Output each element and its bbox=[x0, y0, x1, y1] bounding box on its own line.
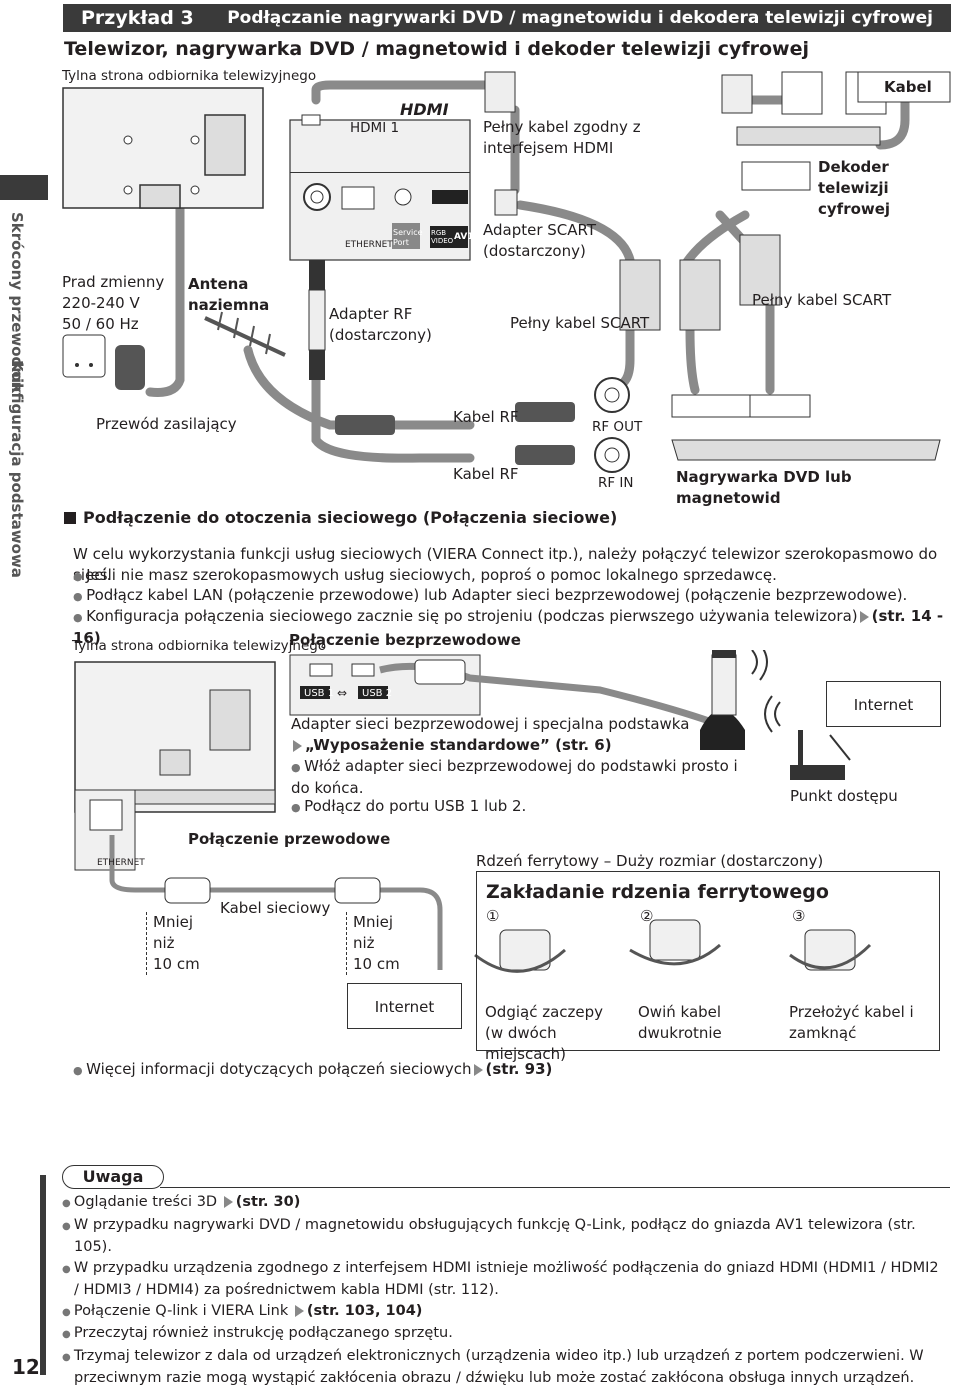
power-cord-label: Przewód zasilający bbox=[96, 415, 237, 433]
scart-adapter-label: Adapter SCART (dostarczony) bbox=[483, 221, 597, 260]
network-diagram bbox=[74, 650, 872, 973]
ferrite-panel bbox=[476, 871, 940, 1051]
note-3-text: W przypadku urządzenia zgodnego z interf… bbox=[73, 1259, 939, 1299]
connection-diagram bbox=[62, 71, 951, 473]
more-info-ref[interactable]: (str. 93) bbox=[485, 1060, 553, 1078]
network-bullet-1-text: Jeśli nie masz szerokopasmowych usług si… bbox=[86, 566, 777, 584]
side-tab-basic-setup: Konfiguracja podstawowa bbox=[8, 360, 26, 578]
network-bullet-3: Konfiguracja połączenia sieciowego zaczn… bbox=[73, 606, 960, 649]
std-equipment[interactable]: „Wyposażenie standardowe” (str. 6) bbox=[305, 736, 612, 754]
network-bullet-3-text: Konfiguracja połączenia sieciowego zaczn… bbox=[86, 607, 858, 625]
note-2: W przypadku nagrywarki DVD / magnetowidu… bbox=[62, 1215, 942, 1258]
rf-cable-label-2: Kabel RF bbox=[453, 465, 519, 483]
step3-text: Przełożyć kabel i zamknąć bbox=[789, 1003, 914, 1042]
arrow-icon bbox=[294, 1304, 304, 1317]
arrow-icon bbox=[293, 739, 302, 752]
network-bullet-2: Podłącz kabel LAN (połączenie przewodowe… bbox=[73, 585, 907, 607]
usb-bullet: Podłącz do portu USB 1 lub 2. bbox=[291, 796, 526, 818]
step2-num: ② bbox=[640, 907, 654, 925]
subtitle: Telewizor, nagrywarka DVD / magnetowid i… bbox=[64, 38, 809, 60]
internet-box-2: Internet bbox=[347, 983, 462, 1029]
service-port-label: Service Port bbox=[393, 228, 423, 247]
rgb-video-label: RGB VIDEO bbox=[431, 229, 454, 245]
page-title: Podłączanie nagrywarki DVD / magnetowidu… bbox=[227, 8, 933, 28]
note-4-ref[interactable]: (str. 103, 104) bbox=[306, 1302, 423, 1319]
step1-num: ① bbox=[486, 907, 500, 925]
tv-back-label: Tylna strona odbiornika telewizyjnego bbox=[62, 68, 317, 84]
arrow-icon bbox=[859, 610, 869, 623]
recorder-label: Nagrywarka DVD lub magnetowid bbox=[676, 468, 852, 507]
note-5: Przeczytaj również instrukcję podłączane… bbox=[62, 1323, 942, 1346]
network-bullet-3-ref[interactable]: (str. 14 - 16) bbox=[73, 607, 944, 647]
decoder-label: Dekoder telewizji cyfrowej bbox=[818, 158, 891, 218]
ferrite-label: Rdzeń ferrytowy – Duży rozmiar (dostarcz… bbox=[476, 852, 824, 870]
note-1-text: Oglądanie treści 3D bbox=[73, 1194, 218, 1210]
step2-text: Owiń kabel dwukrotnie bbox=[638, 1003, 722, 1042]
lan-cable-label: Kabel sieciowy bbox=[220, 899, 331, 917]
less-than-1: Mniej niż 10 cm bbox=[146, 912, 200, 975]
ac-label: Prad zmienny 220-240 V 50 / 60 Hz bbox=[62, 273, 165, 333]
note-6-text: Trzymaj telewizor z dala od urządzeń ele… bbox=[73, 1347, 924, 1387]
rf-out-label: RF OUT bbox=[592, 419, 643, 435]
full-scart-label-1: Pełny kabel SCART bbox=[510, 314, 650, 332]
av1-label: AV1 bbox=[454, 232, 474, 242]
rf-cable-label-1: Kabel RF bbox=[453, 408, 519, 426]
side-tab-quick-guide: Skrócony przewodnik bbox=[8, 212, 26, 394]
note-4-text: Połączenie Q-link i VIERA Link bbox=[73, 1302, 289, 1319]
usb1-label: USB 1 bbox=[304, 688, 335, 699]
hdmi-logo: HDMI bbox=[400, 100, 449, 119]
usb-text: Podłącz do portu USB 1 lub 2. bbox=[304, 797, 527, 815]
page-number-bar bbox=[40, 1175, 46, 1375]
note-5-text: Przeczytaj również instrukcję podłączane… bbox=[73, 1325, 453, 1341]
notes-title: Uwaga bbox=[82, 1167, 144, 1186]
network-bullet-2-text: Podłącz kabel LAN (połączenie przewodowe… bbox=[86, 586, 908, 604]
less-than-2: Mniej niż 10 cm bbox=[346, 912, 400, 975]
rf-in-label: RF IN bbox=[598, 475, 634, 491]
step3-num: ③ bbox=[792, 907, 806, 925]
note-4: Połączenie Q-link i VIERA Link (str. 103… bbox=[62, 1301, 942, 1324]
internet-label-2: Internet bbox=[374, 998, 435, 1016]
note-6: Trzymaj telewizor z dala od urządzeń ele… bbox=[62, 1346, 942, 1389]
note-1-ref[interactable]: (str. 30) bbox=[235, 1194, 301, 1210]
std-equipment-line: „Wyposażenie standardowe” (str. 6) bbox=[291, 735, 612, 756]
insert-text: Włóż adapter sieci bezprzewodowej do pod… bbox=[291, 757, 738, 797]
tv-back-label-2: Tylna strona odbiornika telewizyjnego bbox=[72, 638, 327, 654]
full-scart-label-2: Pełny kabel SCART bbox=[752, 291, 892, 309]
step1-text: Odgiąć zaczepy (w dwóch miejscach) bbox=[485, 1003, 604, 1063]
access-point-label: Punkt dostępu bbox=[790, 787, 898, 805]
rf-adapter-label: Adapter RF (dostarczony) bbox=[329, 305, 432, 344]
note-2-text: W przypadku nagrywarki DVD / magnetowidu… bbox=[73, 1216, 916, 1256]
network-bullet-1: Jeśli nie masz szerokopasmowych usług si… bbox=[73, 565, 777, 587]
note-1: Oglądanie treści 3D (str. 30) bbox=[62, 1192, 942, 1215]
more-info-text: Więcej informacji dotyczących połączeń s… bbox=[86, 1060, 472, 1078]
ferrite-title: Zakładanie rdzenia ferrytowego bbox=[486, 881, 829, 903]
wireless-title: Połączenie bezprzewodowe bbox=[289, 631, 521, 649]
insert-bullet: Włóż adapter sieci bezprzewodowej do pod… bbox=[291, 756, 751, 799]
note-3: W przypadku urządzenia zgodnego z interf… bbox=[62, 1258, 942, 1301]
ethernet-label: ETHERNET bbox=[345, 240, 393, 250]
page-number: 12 bbox=[12, 1355, 40, 1379]
notes-title-pill: Uwaga bbox=[62, 1165, 164, 1189]
antenna-label: Antena naziemna bbox=[188, 275, 270, 314]
internet-box-1: Internet bbox=[826, 681, 941, 727]
section-marker bbox=[64, 512, 76, 524]
hdmi-cable-label: Pełny kabel zgodny z interfejsem HDMI bbox=[483, 118, 641, 157]
usb-icon: ⇔ bbox=[337, 686, 348, 700]
adapter-text: Adapter sieci bezprzewodowej i specjalna… bbox=[291, 715, 690, 733]
notes-rule bbox=[160, 1187, 950, 1188]
header-bar: Przykład 3 Podłączanie nagrywarki DVD / … bbox=[63, 4, 951, 32]
wired-title: Połączenie przewodowe bbox=[188, 830, 391, 848]
hdmi-port-label: HDMI 1 bbox=[350, 120, 400, 136]
internet-label-1: Internet bbox=[853, 696, 914, 714]
network-heading: Podłączenie do otoczenia sieciowego (Poł… bbox=[83, 508, 618, 527]
usb2-label: USB 2 bbox=[362, 688, 393, 699]
notes-list: Oglądanie treści 3D (str. 30) W przypadk… bbox=[62, 1192, 942, 1389]
cable-label: Kabel bbox=[884, 78, 932, 96]
side-tab-block bbox=[0, 175, 48, 200]
example-label: Przykład 3 bbox=[81, 7, 194, 29]
more-info: Więcej informacji dotyczących połączeń s… bbox=[73, 1059, 552, 1081]
arrow-icon bbox=[473, 1063, 483, 1076]
arrow-icon bbox=[223, 1196, 233, 1208]
ethernet-label-2: ETHERNET bbox=[97, 858, 145, 868]
